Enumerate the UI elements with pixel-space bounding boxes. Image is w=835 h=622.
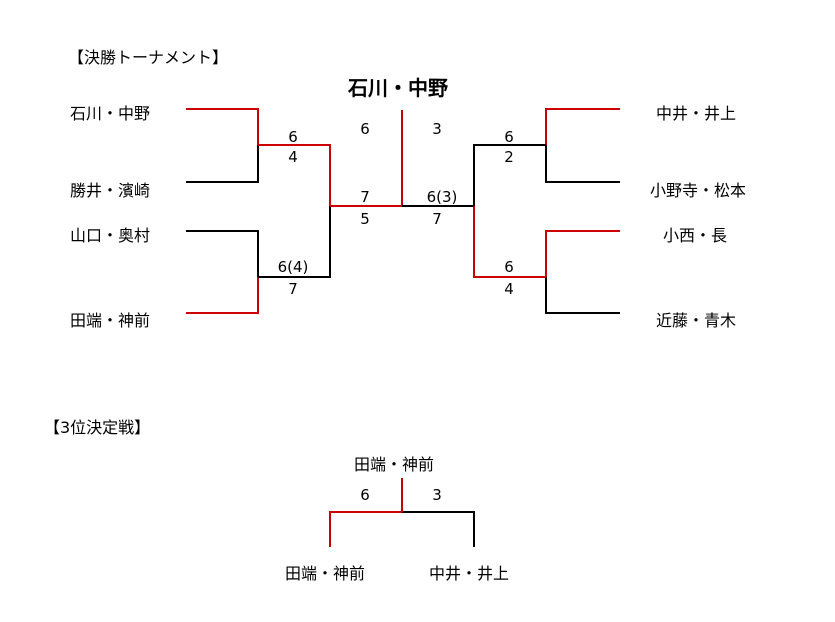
bracket-line-kondo: [545, 277, 620, 314]
bracket-line-konishi: [545, 230, 620, 277]
bracket-line-tabata: [186, 277, 259, 314]
score-semi-right-bottom: 7: [432, 210, 442, 228]
score-sf-right-top-winner: 6: [504, 128, 514, 146]
bracket-line-right-bottom-winner: [473, 206, 546, 278]
third-place-team-left: 田端・神前: [285, 564, 366, 583]
team-right-3: 小西・長: [662, 226, 727, 245]
bracket-line-nakai: [545, 108, 620, 145]
bracket-line-katsui: [186, 145, 259, 183]
bracket-line-left-top-winner: [258, 144, 331, 206]
score-sf-left-top-loser: 4: [288, 148, 298, 166]
bracket-line-onodera: [545, 145, 620, 183]
team-right-1: 中井・井上: [655, 104, 736, 123]
score-final-right: 3: [432, 120, 442, 138]
champion-name: 石川・中野: [348, 76, 448, 100]
third-line-left: [329, 511, 402, 547]
bracket-line-left-bottom-winner: [258, 206, 331, 278]
score-sf-left-bottom-loser: 6(4): [277, 258, 309, 276]
third-place-team-right: 中井・井上: [429, 564, 510, 583]
team-left-3: 山口・奥村: [70, 226, 151, 245]
team-right-2: 小野寺・松本: [649, 181, 746, 200]
score-sf-left-top-winner: 6: [288, 128, 298, 146]
score-sf-right-bottom-loser: 4: [504, 280, 514, 298]
score-semi-right-top: 6(3): [426, 188, 458, 206]
third-line-right: [402, 511, 475, 547]
score-final-left: 6: [360, 120, 370, 138]
score-sf-left-bottom-winner: 7: [288, 280, 298, 298]
bracket-line-right-top-winner: [473, 144, 546, 206]
score-sf-right-bottom-winner: 6: [504, 258, 514, 276]
team-left-1: 石川・中野: [70, 104, 151, 123]
score-semi-left-bottom: 5: [360, 210, 370, 228]
score-sf-right-top-loser: 2: [504, 148, 514, 166]
team-right-4: 近藤・青木: [655, 311, 736, 330]
bracket-line-ishikawa: [186, 108, 259, 145]
third-place-winner: 田端・神前: [354, 455, 435, 474]
third-place-title: 【3位決定戦】: [44, 418, 151, 437]
team-left-2: 勝井・濱崎: [70, 181, 151, 200]
tournament-title: 【決勝トーナメント】: [68, 48, 229, 67]
third-place-score-right: 3: [432, 486, 442, 504]
team-left-4: 田端・神前: [70, 311, 151, 330]
third-place-score-left: 6: [360, 486, 370, 504]
bracket-line-yamaguchi: [186, 230, 259, 277]
score-semi-left-top: 7: [360, 188, 370, 206]
